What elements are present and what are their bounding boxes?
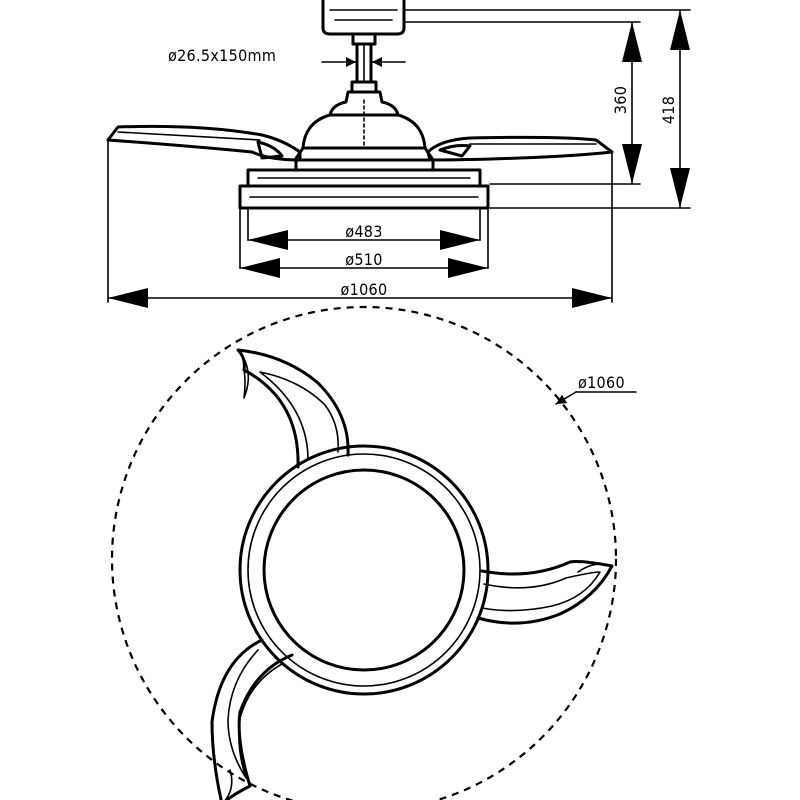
diameter-510-label: ø510: [345, 250, 382, 269]
top-view-diameter-label: ø1060: [578, 373, 625, 392]
blade-sweep-circle: [110, 305, 618, 800]
motor-housing: [293, 90, 435, 162]
ceiling-canopy: [321, 0, 406, 36]
diameter-483-label: ø483: [345, 222, 382, 241]
height-360-dimension: 360: [611, 21, 642, 185]
diameter-483-dimension: ø483: [247, 222, 481, 250]
light-ring: [238, 444, 490, 696]
light-housing: [238, 158, 490, 210]
blade-right: [476, 560, 614, 625]
top-view-diameter-callout: ø1060: [555, 373, 637, 405]
height-418-dimension: 418: [659, 9, 690, 209]
extension-lines: [107, 9, 691, 303]
height-418-label: 418: [659, 96, 678, 124]
diameter-1060-label: ø1060: [341, 280, 388, 299]
height-360-label: 360: [611, 86, 630, 114]
rod-size-label: ø26.5x150mm: [168, 46, 276, 65]
blade-bottom: [210, 638, 294, 800]
diameter-510-dimension: ø510: [239, 250, 489, 278]
diameter-1060-dimension: ø1060: [107, 280, 613, 308]
top-view: ø1060: [110, 305, 637, 800]
rod-dimension: ø26.5x150mm: [168, 46, 406, 67]
right-blade: [426, 135, 614, 162]
left-blade: [106, 124, 302, 162]
blade-top: [236, 348, 350, 469]
downrod: [350, 32, 378, 94]
side-view: ø26.5x150mm 360 418 ø483 ø510 ø1060: [106, 0, 691, 308]
